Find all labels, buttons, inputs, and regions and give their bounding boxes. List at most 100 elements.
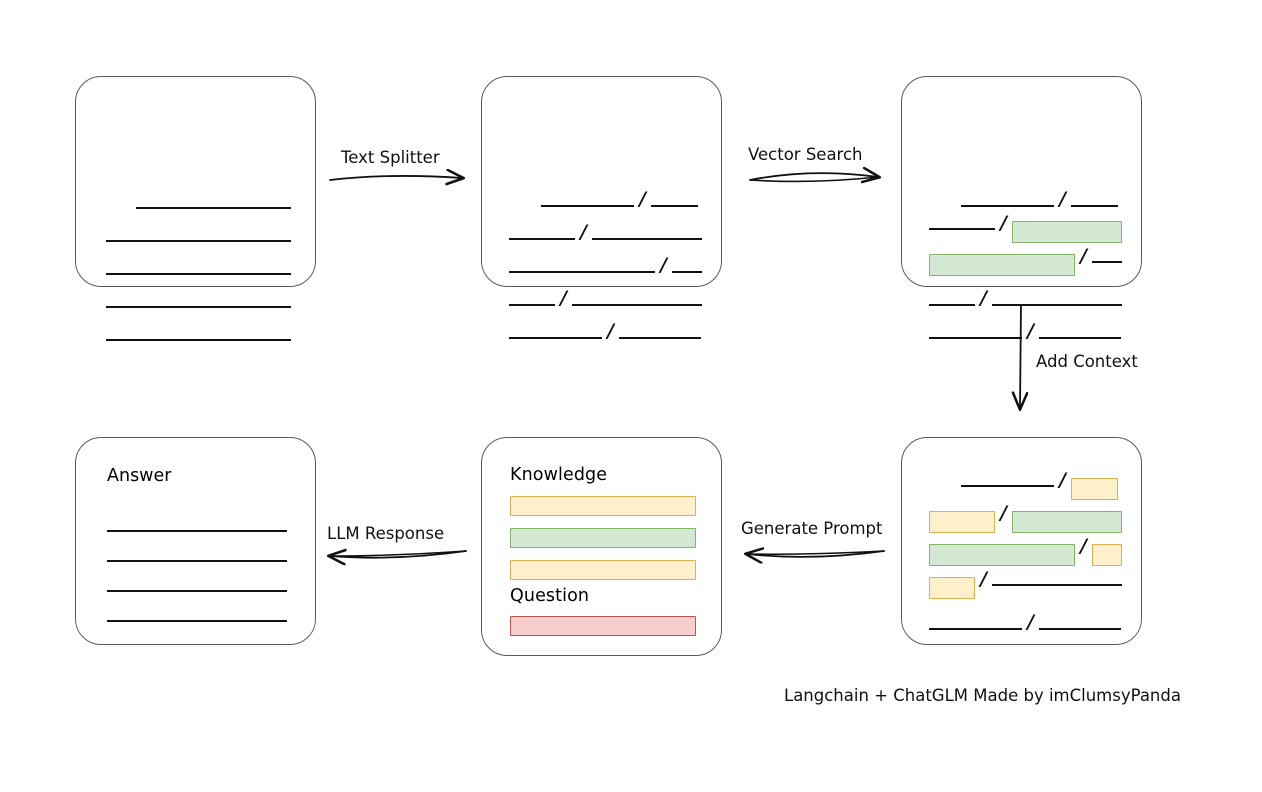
document-line-row bbox=[106, 319, 291, 341]
split-slash-icon: / bbox=[1080, 535, 1087, 557]
node-matched-chunks[interactable]: / / / / / bbox=[901, 76, 1142, 341]
answer-title: Answer bbox=[107, 466, 172, 486]
split-slash-icon: / bbox=[1080, 245, 1087, 267]
text-line-segment bbox=[106, 339, 291, 341]
answer-line-row bbox=[107, 600, 287, 622]
chunk-line-row: / bbox=[509, 218, 702, 243]
split-slash-icon: / bbox=[1000, 212, 1007, 234]
text-line-segment bbox=[929, 304, 975, 306]
text-line-segment bbox=[106, 273, 291, 275]
chunk-line-row: / bbox=[929, 242, 1122, 276]
edge-label-text-splitter: Text Splitter bbox=[341, 148, 440, 167]
text-line-segment bbox=[650, 205, 698, 207]
node-split-chunks[interactable]: / / / / / bbox=[481, 76, 722, 341]
text-line-segment bbox=[961, 485, 1054, 487]
text-line-segment bbox=[107, 530, 287, 532]
split-slash-icon: / bbox=[1059, 188, 1066, 210]
knowledge-bar[interactable] bbox=[510, 528, 696, 548]
edge-label-vector-search: Vector Search bbox=[748, 145, 863, 164]
split-slash-icon: / bbox=[1000, 502, 1007, 524]
text-line-segment bbox=[671, 271, 702, 273]
text-line-segment bbox=[509, 271, 655, 273]
split-slash-icon: / bbox=[607, 320, 614, 342]
knowledge-bar[interactable] bbox=[510, 560, 696, 580]
text-line-segment bbox=[1038, 628, 1121, 630]
split-slash-icon: / bbox=[1027, 611, 1034, 633]
matched-chunk-highlight[interactable] bbox=[1011, 221, 1122, 243]
text-line-segment bbox=[106, 306, 291, 308]
edge-label-generate-prompt: Generate Prompt bbox=[741, 519, 883, 538]
edge-label-add-context: Add Context bbox=[1036, 352, 1138, 371]
knowledge-label: Knowledge bbox=[510, 465, 608, 485]
matched-chunk-highlight[interactable] bbox=[929, 254, 1075, 276]
text-line-segment bbox=[618, 337, 701, 339]
document-line-row bbox=[106, 286, 291, 308]
chunk-line-row: / bbox=[961, 466, 1118, 500]
split-slash-icon: / bbox=[1027, 320, 1034, 342]
question-bar[interactable] bbox=[510, 616, 696, 636]
text-line-segment bbox=[1091, 261, 1122, 263]
text-line-segment bbox=[509, 238, 575, 240]
chunk-line-row: / bbox=[929, 565, 1122, 599]
context-chunk-highlight[interactable] bbox=[1070, 478, 1118, 500]
text-line-segment bbox=[136, 207, 291, 209]
text-line-segment bbox=[929, 628, 1022, 630]
split-slash-icon: / bbox=[639, 188, 646, 210]
question-label: Question bbox=[510, 586, 590, 606]
text-line-segment bbox=[541, 205, 634, 207]
context-chunk-highlight[interactable] bbox=[929, 577, 975, 599]
chunk-line-row: / bbox=[929, 532, 1122, 566]
text-line-segment bbox=[107, 620, 287, 622]
split-slash-icon: / bbox=[660, 254, 667, 276]
context-chunk-highlight[interactable] bbox=[1091, 544, 1122, 566]
chunk-line-row: / bbox=[929, 209, 1122, 243]
context-chunk-highlight[interactable] bbox=[929, 511, 995, 533]
node-context-chunks[interactable]: / / / / / bbox=[901, 437, 1142, 645]
document-line-row bbox=[136, 187, 291, 209]
chunk-line-row: / bbox=[929, 284, 1122, 309]
chunk-line-row: / bbox=[929, 608, 1121, 633]
answer-rows bbox=[76, 438, 315, 644]
text-line-segment bbox=[929, 228, 995, 230]
matched-chunks-rows: / / / / / bbox=[902, 77, 1141, 341]
edge-text-splitter-arrow bbox=[329, 176, 462, 180]
text-line-segment bbox=[107, 590, 287, 592]
split-slash-icon: / bbox=[580, 221, 587, 243]
knowledge-bar[interactable] bbox=[510, 496, 696, 516]
node-prompt[interactable]: Knowledge Question bbox=[481, 437, 722, 656]
text-line-segment bbox=[1038, 337, 1121, 339]
text-line-segment bbox=[961, 205, 1054, 207]
text-line-segment bbox=[991, 584, 1122, 586]
text-line-segment bbox=[1070, 205, 1118, 207]
split-slash-icon: / bbox=[560, 287, 567, 309]
source-document-rows bbox=[76, 77, 315, 341]
document-line-row bbox=[106, 220, 291, 242]
split-slash-icon: / bbox=[1059, 469, 1066, 491]
chunk-line-row: / bbox=[541, 185, 698, 210]
split-slash-icon: / bbox=[980, 568, 987, 590]
text-line-segment bbox=[509, 337, 602, 339]
text-line-segment bbox=[591, 238, 702, 240]
node-source-document[interactable] bbox=[75, 76, 316, 341]
node-answer[interactable]: Answer bbox=[75, 437, 316, 645]
edge-label-llm-response: LLM Response bbox=[327, 524, 445, 543]
chunk-line-row: / bbox=[509, 251, 702, 276]
answer-line-row bbox=[107, 510, 287, 532]
context-chunks-rows: / / / / / bbox=[902, 438, 1141, 644]
edge-vector-search-arrow bbox=[749, 173, 878, 181]
document-line-row bbox=[106, 253, 291, 275]
chunk-line-row: / bbox=[509, 284, 702, 309]
matched-chunk-highlight[interactable] bbox=[1011, 511, 1122, 533]
text-line-segment bbox=[929, 337, 1022, 339]
edge-llm-response-arrow bbox=[330, 551, 467, 558]
text-line-segment bbox=[107, 560, 287, 562]
text-line-segment bbox=[509, 304, 555, 306]
chunk-line-row: / bbox=[961, 185, 1118, 210]
answer-line-row bbox=[107, 570, 287, 592]
matched-chunk-highlight[interactable] bbox=[929, 544, 1075, 566]
answer-line-row bbox=[107, 540, 287, 562]
split-chunks-rows: / / / / / bbox=[482, 77, 721, 341]
split-slash-icon: / bbox=[980, 287, 987, 309]
text-line-segment bbox=[571, 304, 702, 306]
